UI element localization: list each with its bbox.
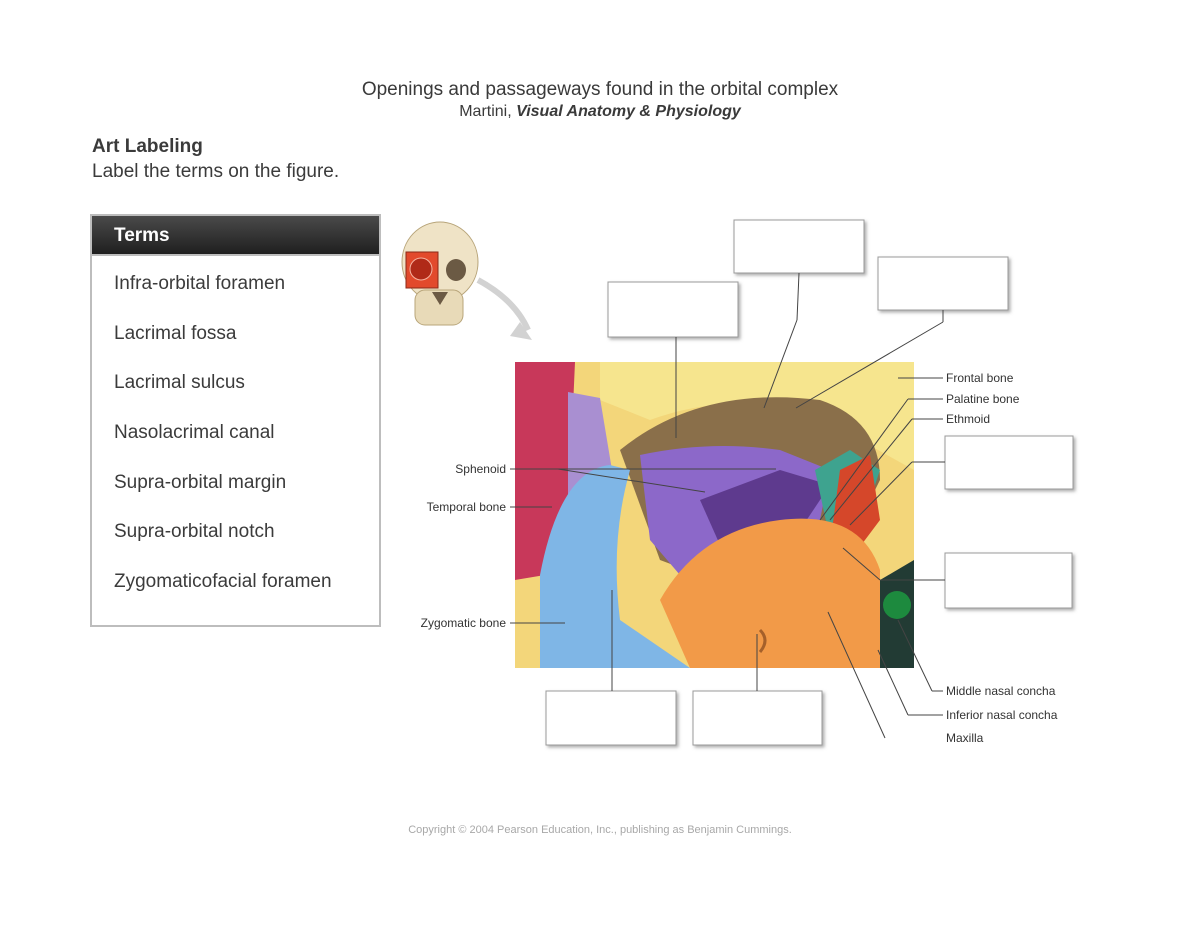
label-ethmoid: Ethmoid: [946, 412, 990, 426]
term-item[interactable]: Infra-orbital foramen: [114, 273, 286, 294]
term-item[interactable]: Lacrimal fossa: [114, 323, 237, 344]
answer-box[interactable]: [733, 219, 865, 274]
orbit-illustration: [515, 362, 914, 668]
answer-box[interactable]: [692, 690, 823, 746]
term-item[interactable]: Supra-orbital notch: [114, 521, 275, 542]
label-maxilla: Maxilla: [946, 731, 984, 745]
section-heading: Art Labeling: [92, 136, 203, 157]
label-middle-nasal-concha: Middle nasal concha: [946, 684, 1056, 698]
label-zygomatic-bone: Zygomatic bone: [421, 616, 507, 630]
term-item[interactable]: Zygomaticofacial foramen: [114, 571, 332, 592]
term-item[interactable]: Lacrimal sulcus: [114, 372, 245, 393]
copyright-notice: Copyright © 2004 Pearson Education, Inc.…: [408, 824, 792, 836]
answer-box[interactable]: [607, 281, 739, 338]
answer-box[interactable]: [944, 552, 1073, 609]
label-sphenoid: Sphenoid: [455, 462, 506, 476]
term-item[interactable]: Supra-orbital margin: [114, 472, 287, 493]
terms-panel: Terms Infra-orbital foramen Lacrimal fos…: [90, 214, 381, 627]
terms-header: Terms: [92, 216, 379, 256]
book-title: Visual Anatomy & Physiology: [516, 103, 741, 120]
label-inferior-nasal-concha: Inferior nasal concha: [946, 708, 1058, 722]
figure-labels: Sphenoid Temporal bone Zygomatic bone Fr…: [421, 371, 1058, 745]
instruction-text: Label the terms on the figure.: [92, 161, 340, 182]
term-item[interactable]: Nasolacrimal canal: [114, 422, 275, 443]
leader-lines: [510, 272, 945, 739]
skull-thumbnail: [401, 221, 532, 340]
label-palatine-bone: Palatine bone: [946, 392, 1020, 406]
answer-box[interactable]: [877, 256, 1009, 311]
page-title: Openings and passageways found in the or…: [361, 79, 839, 100]
label-temporal-bone: Temporal bone: [427, 500, 507, 514]
answer-box[interactable]: [944, 435, 1074, 490]
label-frontal-bone: Frontal bone: [946, 371, 1014, 385]
page-subtitle: Martini, Visual Anatomy & Physiology: [0, 103, 1200, 121]
terms-header-label: Terms: [114, 225, 170, 246]
answer-boxes: [545, 219, 1074, 746]
author-name: Martini,: [459, 103, 512, 120]
answer-box[interactable]: [545, 690, 677, 746]
